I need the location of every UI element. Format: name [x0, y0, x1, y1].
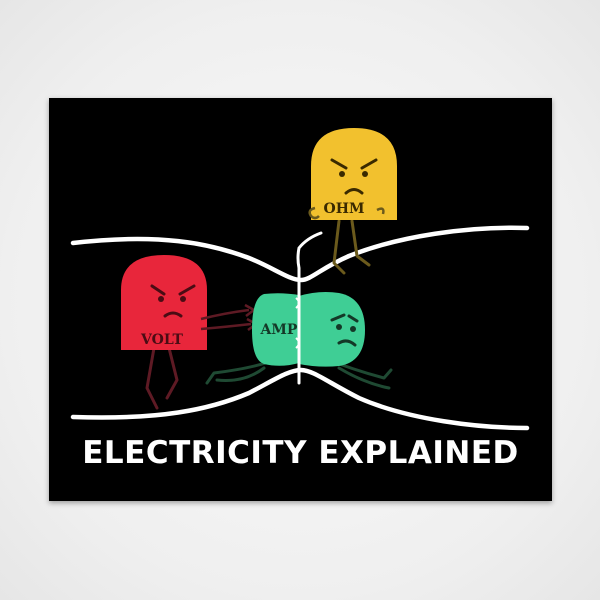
volt-character [121, 255, 259, 410]
volt-label: VOLT [140, 332, 184, 348]
illustration: OHM VOLT AMP [70, 128, 530, 431]
ohm-character [308, 128, 397, 275]
caption-title: ELECTRICITY EXPLAINED [82, 435, 519, 471]
ohm-label: OHM [324, 201, 365, 217]
amp-character [205, 286, 393, 390]
amp-label: AMP [260, 322, 298, 338]
ohm-pole [296, 231, 323, 385]
photo-print: OHM VOLT AMP ELECTRICITY EXPLAINED [49, 98, 552, 501]
wire-channel [70, 225, 530, 431]
